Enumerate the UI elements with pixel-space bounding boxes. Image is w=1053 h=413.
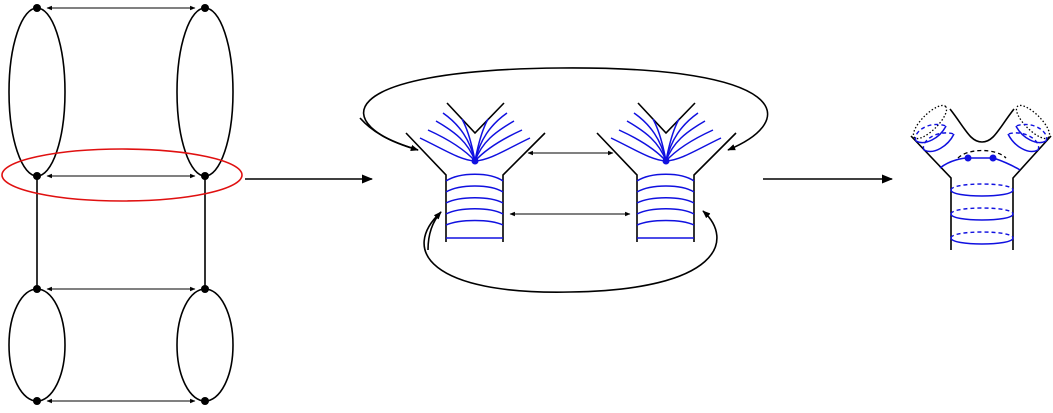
lower-left-loop [8, 288, 66, 402]
lower-right-loop [176, 288, 234, 402]
upper-left-loop [8, 7, 66, 177]
left-pants-foliation [419, 112, 531, 239]
upper-right-loop [176, 7, 234, 177]
right-pants-center-dot [662, 157, 670, 165]
upper-loop [362, 67, 769, 151]
left-pants-center-dot [471, 157, 479, 165]
vertex [33, 172, 41, 180]
left-pants [405, 102, 546, 242]
leg-cuff-left [912, 104, 948, 140]
leg-curves [914, 123, 1048, 153]
waist-dashed [957, 149, 1007, 159]
waist-blue [939, 157, 1021, 171]
vertex [33, 4, 41, 12]
surface-crotch [949, 108, 1015, 143]
lower-loop-start-arrow [427, 211, 442, 251]
surface-outline [1012, 135, 1052, 250]
right-pants-crotch [637, 102, 696, 135]
vertex [33, 397, 41, 405]
right-pants [596, 102, 737, 242]
surface-dot [989, 154, 997, 162]
graph-panel [1, 4, 243, 405]
right-pants-outline [693, 132, 737, 242]
vertex [201, 4, 209, 12]
vertex [201, 172, 209, 180]
left-pants-crotch [446, 102, 505, 135]
leg-cuff-right [1015, 104, 1051, 140]
pants-panel [359, 67, 769, 293]
vertex [201, 397, 209, 405]
upper-loop-start-arrow [359, 117, 419, 151]
vertex [33, 285, 41, 293]
right-pants-outline [596, 132, 638, 242]
left-pants-outline [405, 132, 447, 242]
trunk-curves [950, 183, 1014, 245]
surface-outline [910, 135, 952, 250]
lower-loop [423, 210, 718, 293]
left-pants-outline [502, 132, 546, 242]
right-pants-foliation [610, 112, 722, 239]
surface-panel [910, 104, 1052, 250]
highlight-ellipse [1, 148, 243, 202]
vertex [201, 285, 209, 293]
graph-vertices [33, 4, 209, 405]
surface-dot [964, 154, 972, 162]
